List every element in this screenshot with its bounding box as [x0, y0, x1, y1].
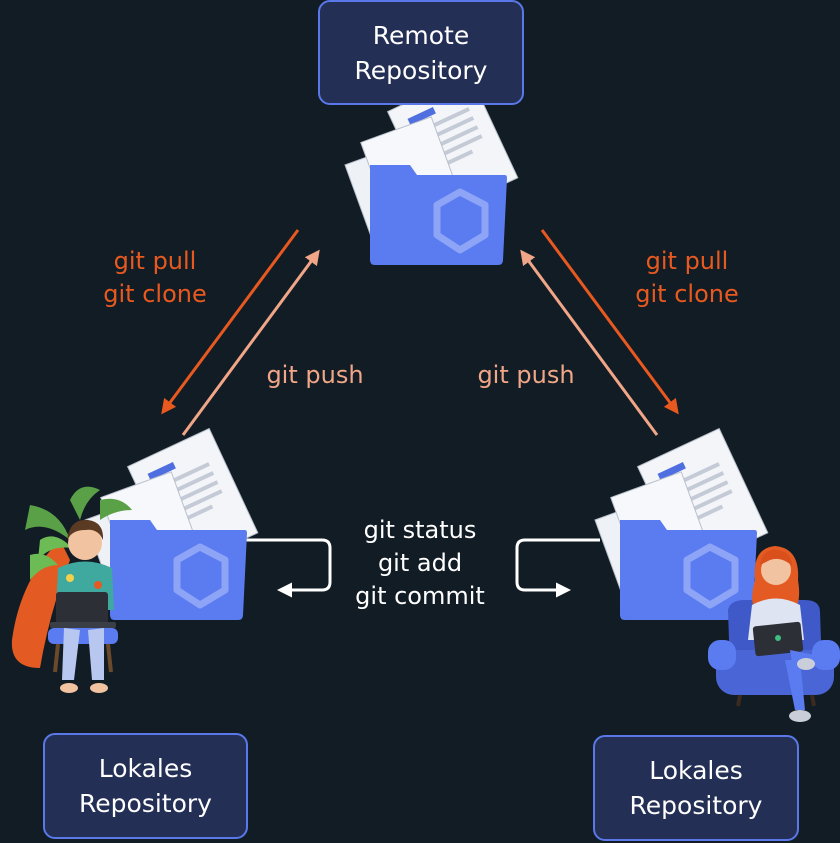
git-add-text: git add	[377, 549, 463, 577]
git-commit-text: git commit	[355, 582, 485, 610]
remote-repository-label-line1: Remote	[372, 20, 470, 50]
left-pull-arrow	[161, 229, 300, 415]
left-local-loop-arrow	[244, 538, 332, 598]
local-commands-label: git status git add git commit	[340, 514, 500, 613]
right-pull-text: git pull	[645, 247, 729, 275]
right-pull-arrow	[540, 229, 679, 415]
right-folder-icon	[595, 429, 768, 620]
local-repository-right-box: Lokales Repository	[593, 735, 799, 841]
right-push-arrow	[520, 249, 659, 436]
local-right-label-line1: Lokales	[649, 756, 743, 785]
right-clone-text: git clone	[635, 280, 739, 308]
remote-repository-label-line2: Repository	[354, 55, 488, 85]
left-push-label: git push	[266, 361, 364, 389]
right-push-label: git push	[477, 361, 575, 389]
git-status-text: git status	[363, 516, 477, 544]
right-person-illustration	[708, 546, 840, 722]
local-repository-left-box: Lokales Repository	[43, 733, 248, 839]
left-push-arrow	[181, 249, 320, 436]
left-clone-text: git clone	[103, 280, 207, 308]
remote-repository-box: Remote Repository	[318, 0, 524, 105]
right-pull-clone-label: git pull git clone	[627, 245, 747, 311]
right-local-loop-arrow	[515, 538, 600, 598]
local-left-label-line2: Repository	[79, 789, 212, 818]
left-pull-clone-label: git pull git clone	[95, 245, 215, 311]
local-right-label-line2: Repository	[629, 791, 763, 820]
left-person-illustration	[11, 486, 132, 693]
local-left-label-line1: Lokales	[98, 754, 193, 783]
left-pull-text: git pull	[113, 247, 197, 275]
